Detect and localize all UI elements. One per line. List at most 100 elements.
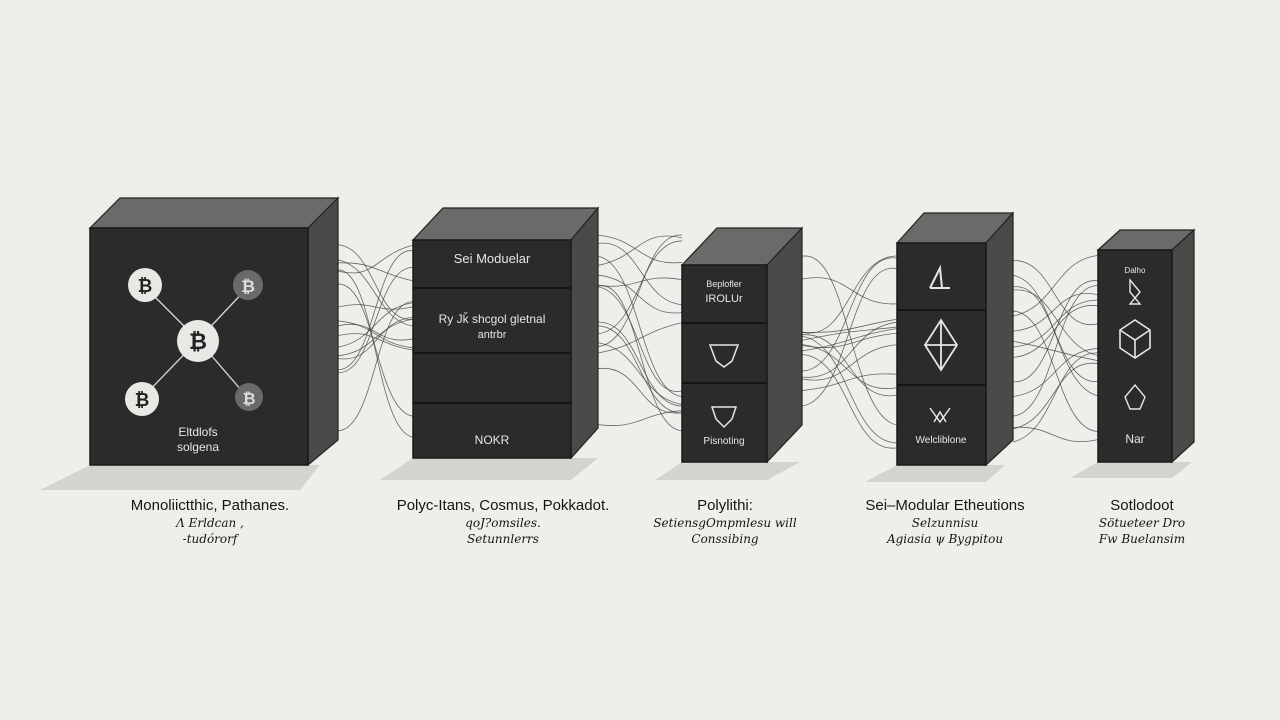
wire-line <box>801 321 898 378</box>
layer-label: Welcliblone <box>916 435 967 446</box>
wire-line <box>1012 275 1099 397</box>
layer-label: antrbr <box>478 329 507 341</box>
layer-label: Sei Moduelar <box>454 251 531 266</box>
wire-line <box>1012 305 1099 358</box>
wire-line <box>1012 280 1099 383</box>
wire-line <box>1012 292 1099 332</box>
ethereum-icon <box>923 318 959 372</box>
wire-line <box>801 373 898 391</box>
caption-subtitle: Agiasia ψ Bygpitou <box>886 532 1004 546</box>
polychain-stack: Sei Moduelar Ry Jǩ shcgol gletnal antrbr… <box>380 206 600 480</box>
wire-line <box>801 344 898 389</box>
wire-line <box>597 242 683 306</box>
wire-line <box>801 328 898 352</box>
bitcoin-icon: ₿ <box>233 270 263 300</box>
cube-icon <box>1119 319 1151 359</box>
caption-polylithic: Polylithi: SetiensgOmpmlesu will Conssib… <box>653 496 796 547</box>
wire-line <box>597 368 683 414</box>
caption-subtitle: Conssibing <box>691 532 759 546</box>
wire-line <box>597 286 683 392</box>
wire-line <box>597 342 683 405</box>
svg-text:₿: ₿ <box>189 329 207 354</box>
wire-line <box>337 283 414 417</box>
caption-sovereign: Sotlodoot Sötueteer Dro Fw Buelansim <box>1099 496 1185 547</box>
caption-title: Sei–Modular Etheutions <box>865 497 1025 514</box>
wire-line <box>597 321 683 407</box>
wire-line <box>337 320 414 349</box>
wire-line <box>801 354 898 449</box>
wire-line <box>1012 259 1099 326</box>
wire-line <box>337 259 414 327</box>
caption-subtitle: qoJ?omsiles. <box>465 516 541 530</box>
wire-line <box>597 274 683 314</box>
wire-line <box>801 332 898 348</box>
wire-connections <box>337 234 1099 449</box>
box-label: solgena <box>177 440 219 454</box>
wire-line <box>1012 426 1099 442</box>
wire-line <box>1012 362 1099 430</box>
wire-line <box>597 234 683 264</box>
wire-line <box>337 244 414 320</box>
caption-title: Polylithi: <box>697 497 753 514</box>
logo-icon <box>929 407 951 424</box>
svg-text:₿: ₿ <box>241 277 255 296</box>
box-label: Eltdlofs <box>178 425 217 439</box>
wire-line <box>1012 340 1099 362</box>
logo-icon <box>929 264 950 289</box>
hourglass-icon <box>1128 278 1142 305</box>
layer-label: Nar <box>1125 432 1144 446</box>
wire-line <box>337 266 414 374</box>
wire-line <box>597 235 683 266</box>
layer-label: NOKR <box>475 433 510 447</box>
wire-line <box>801 268 898 407</box>
wire-line <box>337 324 414 341</box>
wire-line <box>597 322 683 354</box>
bitcoin-icon: ₿ <box>128 268 162 302</box>
caption-subtitle: Selzunnisu <box>911 516 979 530</box>
wire-line <box>597 410 683 426</box>
wire-line <box>1012 285 1099 417</box>
layer-label: Ry Jǩ shcgol gletnal <box>439 311 546 326</box>
wire-line <box>1012 289 1099 356</box>
wire-line <box>1012 299 1099 348</box>
wire-line <box>337 316 414 360</box>
wire-line <box>337 301 414 432</box>
caption-title: Monoliictthic, Pathanes. <box>130 497 290 514</box>
wire-line <box>801 255 898 334</box>
wire-line <box>801 334 898 397</box>
caption-subtitle: Sötueteer Dro <box>1098 516 1186 530</box>
wire-line <box>801 344 898 381</box>
wire-line <box>337 269 414 438</box>
shield-icon <box>710 406 738 429</box>
layer-label: IROLUr <box>705 293 743 305</box>
layer-label: Pisnoting <box>703 436 744 447</box>
caption-title: Polyc-Itans, Cosmus, Pokkadot. <box>396 497 610 514</box>
wire-line <box>337 318 414 357</box>
wire-line <box>597 325 683 414</box>
wire-line <box>1012 352 1099 443</box>
wire-line <box>597 240 683 335</box>
wire-line <box>597 277 683 287</box>
wire-line <box>1012 348 1099 397</box>
wire-line <box>597 255 683 397</box>
polylithic-stack: Beplofler IROLUr Pisnoting <box>655 226 804 480</box>
bitcoin-icon: ₿ <box>177 320 219 362</box>
bitcoin-icon: ₿ <box>125 382 159 416</box>
caption-semi-modular: Sei–Modular Etheutions Selzunnisu Agiasi… <box>865 496 1024 547</box>
wire-line <box>597 285 683 432</box>
caption-subtitle: SetiensgOmpmlesu will <box>653 516 797 530</box>
layer-label: Beplofler <box>706 279 742 289</box>
caption-title: Sotlodoot <box>1110 497 1174 514</box>
wire-line <box>801 326 898 341</box>
layer-label: Dalho <box>1125 266 1146 275</box>
monolithic-block: ₿ ₿ ₿ ₿ ₿ Eltdlofs solgena <box>40 196 340 490</box>
shield-icon <box>708 344 740 368</box>
wire-line <box>1012 255 1099 317</box>
caption-subtitle: Setunnlerrs <box>467 532 539 546</box>
bitcoin-icon: ₿ <box>235 383 263 411</box>
wire-line <box>801 255 898 426</box>
sovereign-stack: Dalho Nar <box>1070 228 1196 478</box>
caption-polychain: Polyc-Itans, Cosmus, Pokkadot. qoJ?omsil… <box>397 496 610 547</box>
wire-line <box>337 244 414 274</box>
wire-line <box>597 234 683 347</box>
